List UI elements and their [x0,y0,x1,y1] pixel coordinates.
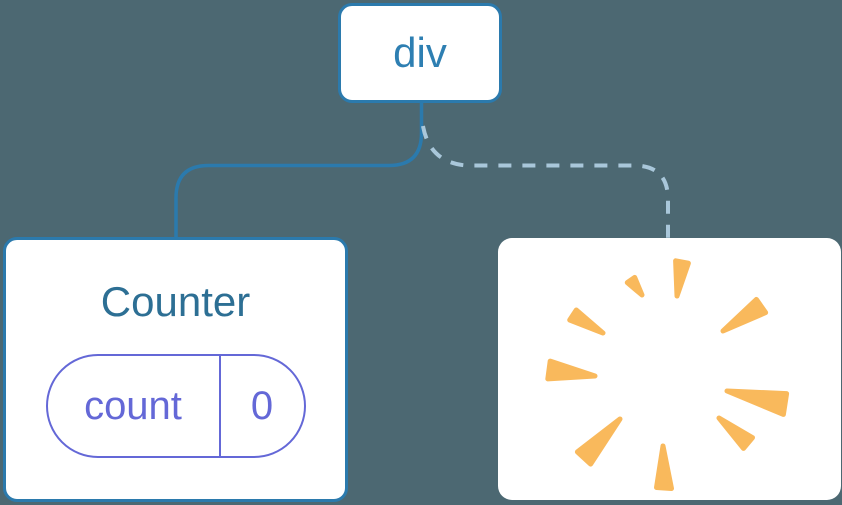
connector-dashed-edge [421,125,670,239]
state-key-label: count [48,356,221,456]
state-badge: count 0 [45,354,306,458]
connector-solid-edge [174,100,424,240]
poof-burst-icon [545,258,790,491]
tree-node-div: div [338,3,502,103]
state-value: 0 [250,383,274,428]
component-title: Counter [100,278,251,325]
tree-node-removed [498,238,841,500]
tree-node-counter: Counter count 0 [3,237,348,502]
root-node-label: div [393,29,447,76]
